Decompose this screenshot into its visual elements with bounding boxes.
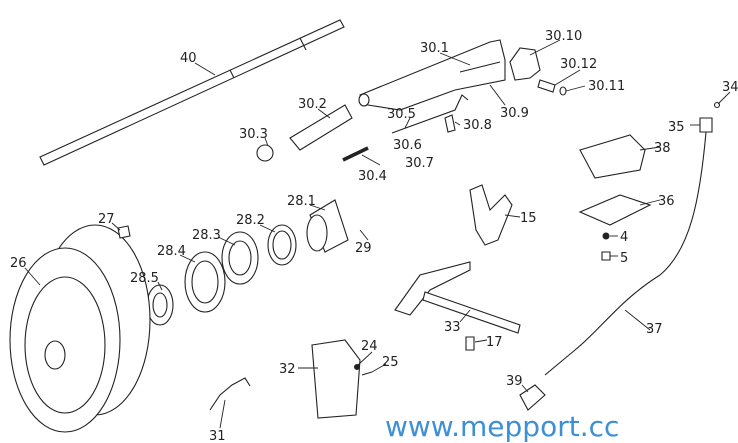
label-33: 33 [444, 320, 461, 335]
part-5-nut [601, 251, 611, 261]
label-40: 40 [180, 51, 197, 66]
label-30-10: 30.10 [545, 29, 582, 44]
label-25: 25 [382, 355, 399, 370]
part-4-washer [602, 232, 610, 240]
part-15-shift-fork [469, 184, 513, 246]
label-35: 35 [668, 120, 685, 135]
label-26: 26 [10, 256, 27, 271]
part-32-bracket [311, 339, 361, 419]
part-17-nipple [465, 336, 475, 351]
label-5: 5 [620, 251, 628, 266]
part-30-4-spring [342, 146, 369, 162]
part-28-4-ring [184, 251, 226, 313]
part-28-5-bearing [146, 284, 174, 326]
part-26-clutch-assembly [9, 224, 151, 433]
label-30-4: 30.4 [358, 169, 387, 184]
label-28-3: 28.3 [192, 228, 221, 243]
label-32: 32 [279, 362, 296, 377]
label-30-5: 30.5 [387, 107, 416, 122]
part-35-fitting [699, 117, 713, 133]
label-4: 4 [620, 230, 628, 245]
label-28-1: 28.1 [287, 194, 316, 209]
label-30-9: 30.9 [500, 106, 529, 121]
label-39: 39 [506, 374, 523, 389]
leader-lines [24, 39, 731, 429]
label-34: 34 [722, 80, 738, 95]
part-39-clevis [519, 384, 546, 411]
part-40-shaft [39, 19, 345, 166]
watermark: www.mepport.cc [385, 410, 619, 443]
label-27: 27 [98, 212, 115, 227]
part-36-plate [578, 194, 652, 226]
part-30-10-ratchet [509, 47, 541, 81]
label-15: 15 [520, 211, 537, 226]
label-28-2: 28.2 [236, 213, 265, 228]
part-30-12-pin [537, 79, 556, 93]
part-30-11-ring [559, 86, 567, 96]
label-30-8: 30.8 [463, 118, 492, 133]
part-28-1-release-sleeve [306, 199, 349, 253]
label-30-6: 30.6 [393, 138, 422, 153]
label-30-1: 30.1 [420, 41, 449, 56]
part-27-bolt [117, 225, 131, 239]
label-38: 38 [654, 141, 671, 156]
part-30-3-cap [256, 144, 274, 162]
part-30-6-pawl [444, 114, 456, 133]
label-30-7: 30.7 [405, 156, 434, 171]
label-31: 31 [209, 429, 226, 443]
label-24: 24 [361, 339, 378, 354]
label-30-3: 30.3 [239, 127, 268, 142]
label-28-5: 28.5 [130, 271, 159, 286]
label-30-2: 30.2 [298, 97, 327, 112]
part-28-3-bearing [221, 231, 259, 285]
label-37: 37 [646, 322, 663, 337]
label-29: 29 [355, 241, 372, 256]
label-30-12: 30.12 [560, 57, 597, 72]
label-17: 17 [486, 335, 503, 350]
part-33-cross-shaft [394, 261, 521, 334]
part-38-pedal-bracket [579, 134, 646, 179]
part-28-2-collar [267, 224, 297, 266]
part-24-nut [354, 364, 360, 370]
part-30-5-rod [391, 94, 469, 134]
part-37-clutch-cable [544, 131, 707, 376]
part-labels: 40 30.1 30.10 30.12 30.11 34 35 30.2 30.… [10, 29, 738, 443]
label-36: 36 [658, 194, 675, 209]
part-31-spring [209, 377, 251, 411]
label-30-11: 30.11 [588, 79, 625, 94]
part-25-bolt [361, 371, 373, 376]
label-28-4: 28.4 [157, 244, 186, 259]
part-30-1-lever [358, 39, 506, 111]
